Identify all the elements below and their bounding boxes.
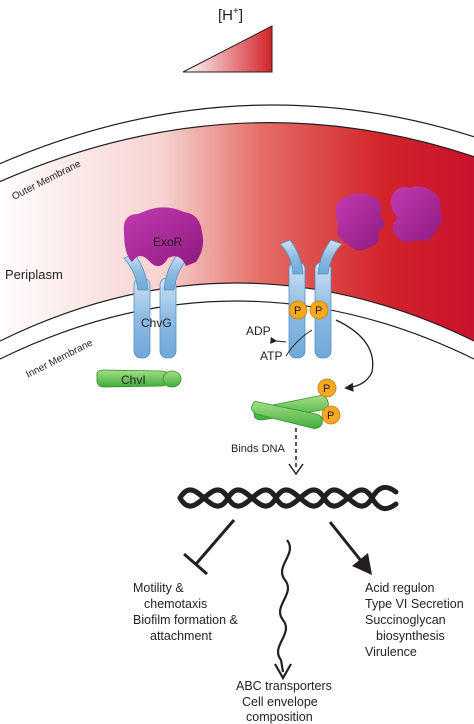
chvi-inactive (96, 369, 182, 388)
adp-label: ADP (246, 324, 271, 338)
proton-label: [H+] (218, 6, 243, 24)
phosphate-chvi-a (317, 378, 337, 398)
target-left-line: attachment (150, 629, 212, 643)
inner-membrane-outer-line (0, 282, 474, 342)
chvg-left-dimer (123, 253, 189, 359)
periplasm-label: Periplasm (5, 267, 63, 282)
target-right-line: Succinoglycan (365, 613, 446, 627)
chvi-active-monomer-b (251, 401, 323, 429)
phosphate-chvi-b (321, 405, 341, 425)
target-left-line: Motility & (133, 581, 184, 595)
chvi-label: ChvI (121, 373, 146, 387)
dna-strand-b (177, 487, 399, 511)
target-middle-line: ABC transporters (236, 679, 332, 693)
chvg-label: ChvG (141, 316, 172, 330)
repression-arrow-bar (183, 552, 208, 576)
phosphate-label: P (315, 305, 322, 317)
exor-fragment-2 (390, 186, 443, 243)
chvg-left-arm-b (163, 253, 189, 291)
activated-targets: Acid regulon Type VI Secretion Succinogl… (365, 581, 464, 659)
dna-helix (177, 485, 399, 511)
target-left-line: Biofilm formation & (133, 613, 239, 627)
chvg-right-arm-b (317, 239, 343, 275)
chvi-head (162, 370, 182, 388)
adp-release-arrow (270, 336, 287, 344)
phosphotransfer-arrow (335, 319, 374, 392)
target-right-line: Type VI Secretion (365, 597, 464, 611)
repressed-targets: Motility & chemotaxis Biofilm formation … (133, 581, 239, 643)
atp-adp-arc (285, 329, 313, 357)
inner-membrane-inner-line (0, 300, 474, 360)
target-middle-line: Cell envelope (242, 695, 318, 709)
exor-label: ExoR (153, 235, 183, 249)
target-middle-line: composition (246, 710, 313, 724)
phosphate-label: P (323, 383, 330, 395)
cytoplasm-fill-top (0, 283, 474, 346)
binds-dna-label: Binds DNA (231, 443, 285, 455)
chvg-right-arm-a (279, 239, 304, 275)
proton-gradient-triangle (182, 25, 273, 73)
repression-arrow-shaft (194, 519, 236, 565)
target-right-line: Acid regulon (365, 581, 435, 595)
target-right-line: biosynthesis (376, 629, 445, 643)
phosphate-chvg-b (309, 300, 329, 320)
phosphate-chvg-a (288, 300, 308, 320)
target-right-line: Virulence (365, 645, 417, 659)
wavy-arrow-head (274, 663, 292, 681)
phosphate-label: P (327, 410, 334, 422)
exor-protein (123, 207, 204, 267)
modulated-targets: ABC transporters Cell envelope compositi… (236, 679, 332, 724)
exor-fragment-1 (335, 193, 385, 251)
wavy-arrow-shaft (277, 539, 291, 673)
atp-label: ATP (260, 349, 282, 363)
periplasm-gradient (0, 122, 474, 342)
chvg-left-arm-a (123, 253, 149, 291)
target-left-line: chemotaxis (144, 597, 207, 611)
binds-dna-arrow-head (288, 463, 304, 476)
outer-membrane-outer-line (0, 104, 474, 165)
activation-arrow-shaft (328, 521, 364, 563)
chvi-active (251, 395, 329, 429)
outer-membrane-inner-line (0, 122, 474, 183)
phosphate-label: P (294, 305, 301, 317)
activation-arrow-head (352, 553, 372, 575)
